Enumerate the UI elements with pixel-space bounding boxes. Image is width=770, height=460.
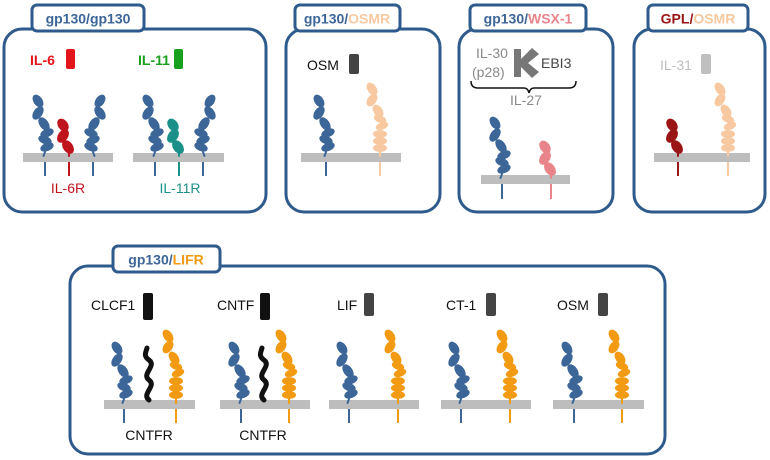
membrane (301, 153, 401, 162)
il30-ligand-label: IL-30 (476, 45, 508, 61)
panel-gp130-gp130: gp130/gp130 IL-6 IL-6R IL-11 IL-11R (2, 3, 268, 214)
cntf-ligand-label: CNTF (217, 297, 254, 313)
membrane (23, 153, 113, 162)
osm-ligand-label: OSM (307, 57, 339, 73)
il11-ligand-label: IL-11 (138, 52, 170, 68)
ct1-ligand-icon (486, 293, 496, 316)
osm-ligand-label: OSM (557, 297, 589, 313)
membrane (329, 400, 419, 409)
ebi3-ligand-label: EBI3 (541, 55, 572, 71)
membrane (553, 400, 644, 409)
il31-ligand-label: IL-31 (660, 57, 692, 73)
panel-frame (632, 27, 767, 214)
panel-gpl-osmr: GPL/OSMR IL-31 (632, 3, 767, 214)
lif-ligand-label: LIF (337, 297, 357, 313)
il31-ligand-icon (701, 54, 711, 74)
panel-title-box (111, 244, 222, 274)
il11r-receptor-label: IL-11R (160, 180, 201, 196)
membrane (104, 400, 195, 409)
membrane (654, 153, 750, 162)
panel-title: gp130/WSX-1 (484, 11, 573, 27)
panel-title-box (30, 3, 146, 33)
il6r-receptor-label: IL-6R (51, 180, 85, 196)
cntfr-receptor-label: CNTFR (239, 427, 286, 443)
clcf1-ligand-label: CLCF1 (91, 297, 136, 313)
il6-ligand-icon (66, 49, 75, 69)
panel-gp130-lifr: gp130/LIFR CLCF1 CNTFR CNTF CNTFR LIF CT… (68, 244, 667, 456)
il27-ligand-icon (514, 48, 539, 78)
osm-ligand-icon (349, 54, 359, 74)
cntf-ligand-icon (260, 293, 270, 320)
membrane (481, 175, 570, 184)
membrane (441, 400, 531, 409)
panel-title: gp130/gp130 (46, 11, 131, 27)
il27-bracket (470, 80, 577, 94)
panel-title: gp130/OSMR (304, 11, 390, 27)
panel-title-box (646, 3, 750, 33)
il11-ligand-icon (174, 49, 183, 69)
lif-ligand-icon (364, 293, 374, 316)
panel-title: GPL/OSMR (661, 11, 736, 27)
clcf1-ligand-icon (143, 293, 153, 320)
ct1-ligand-label: CT-1 (446, 297, 477, 313)
panel-title: gp130/LIFR (128, 252, 203, 268)
panel-gp130-wsx1: gp130/WSX-1 IL-30 (p28) EBI3 IL-27 (457, 3, 615, 214)
il6-ligand-label: IL-6 (30, 52, 55, 68)
panel-title-box (468, 3, 588, 33)
il27-label: IL-27 (510, 92, 542, 108)
p28-ligand-label: (p28) (472, 64, 505, 80)
membrane (133, 153, 224, 162)
membrane (220, 400, 310, 409)
osm-ligand-icon (598, 293, 608, 316)
panel-title-box (293, 3, 402, 33)
cntfr-receptor-label: CNTFR (125, 427, 172, 443)
panel-gp130-osmr: gp130/OSMR OSM (284, 3, 442, 214)
